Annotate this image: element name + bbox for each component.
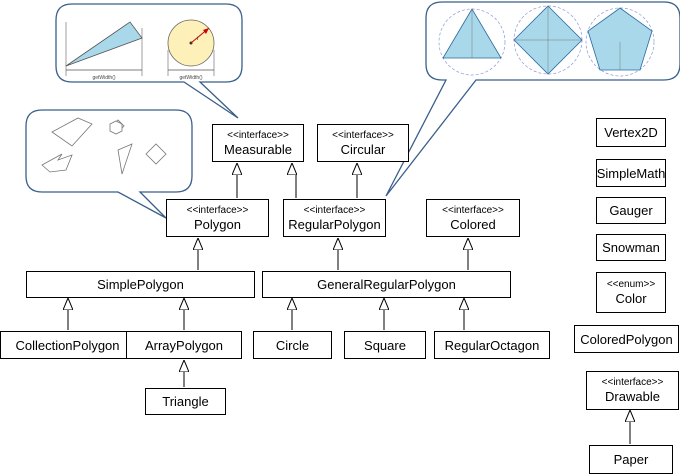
circle-measure-figure: r getWidth() [167,19,215,81]
class-name: SimplePolygon [97,277,184,292]
radius-label: r [197,36,199,42]
paper-class-box[interactable]: Paper [589,445,673,474]
stereotype-label: <<interface>> [442,204,504,216]
class-name: Measurable [224,141,292,157]
colored-polygon-class-box[interactable]: ColoredPolygon [574,325,679,353]
snowman-class-box[interactable]: Snowman [596,234,666,261]
circular-interface-box[interactable]: <<interface>> Circular [317,124,409,162]
triangle-measure-figure: getWidth() [65,21,143,81]
class-name: SimpleMath [596,165,666,181]
colored-interface-box[interactable]: <<interface>> Colored [426,199,520,237]
sample-polygon-shapes [41,117,167,175]
triangle-class-box[interactable]: Triangle [145,388,226,415]
general-regular-polygon-class-box[interactable]: GeneralRegularPolygon [262,271,511,298]
regular-triangle-figure [438,8,506,76]
polygon-callout [25,109,193,219]
class-name: RegularOctagon [444,337,540,353]
class-name: GeneralRegularPolygon [317,277,456,292]
stereotype-label: <<interface>> [186,204,249,216]
class-name: Paper [613,452,649,467]
measurable-callout: getWidth() r getWidth() [55,3,243,119]
regular-square-figure [513,5,583,75]
regular-pentagon-figure [585,7,655,77]
stereotype-label: <<interface>> [303,204,366,216]
class-name: Circle [275,337,310,353]
class-name: Circular [340,141,386,157]
class-name: ColoredPolygon [580,331,673,347]
stereotype-label: <<interface>> [332,129,394,141]
stereotype-label: <<enum>> [606,279,656,290]
square-class-box[interactable]: Square [344,331,426,359]
circle-width-label: getWidth() [179,75,202,81]
simple-math-class-box[interactable]: SimpleMath [596,159,666,187]
class-name: Square [364,337,406,353]
circle-class-box[interactable]: Circle [253,331,332,359]
stereotype-label: <<interface>> [227,129,289,141]
class-name: Snowman [602,240,660,255]
inheritance-edges [68,163,630,444]
class-name: Gauger [609,203,653,218]
color-enum-box[interactable]: <<enum>> Color [596,272,666,313]
class-name: RegularPolygon [288,216,381,232]
drawable-interface-box[interactable]: <<interface>> Drawable [586,371,679,410]
class-name: Triangle [162,394,209,409]
regular-polygon-interface-box[interactable]: <<interface>> RegularPolygon [283,199,386,237]
regular-octagon-class-box[interactable]: RegularOctagon [434,331,550,359]
gauger-class-box[interactable]: Gauger [596,197,666,224]
class-name: Color [615,291,647,306]
class-name: Polygon [194,216,241,232]
class-name: Vertex2D [604,125,658,140]
array-polygon-class-box[interactable]: ArrayPolygon [126,331,242,359]
class-name: ArrayPolygon [144,337,224,353]
collection-polygon-class-box[interactable]: CollectionPolygon [0,331,135,359]
class-name: CollectionPolygon [15,337,120,353]
polygon-interface-box[interactable]: <<interface>> Polygon [166,199,269,237]
regular-polygon-callout [385,1,680,197]
vertex2d-class-box[interactable]: Vertex2D [596,118,666,147]
triangle-width-label: getWidth() [92,75,115,81]
simple-polygon-class-box[interactable]: SimplePolygon [26,271,255,298]
stereotype-label: <<interface>> [601,377,664,388]
class-name: Drawable [605,389,660,404]
edge-regularpolygon-measurable [292,163,296,198]
class-name: Colored [450,216,496,232]
measurable-interface-box[interactable]: <<interface>> Measurable [212,124,304,162]
